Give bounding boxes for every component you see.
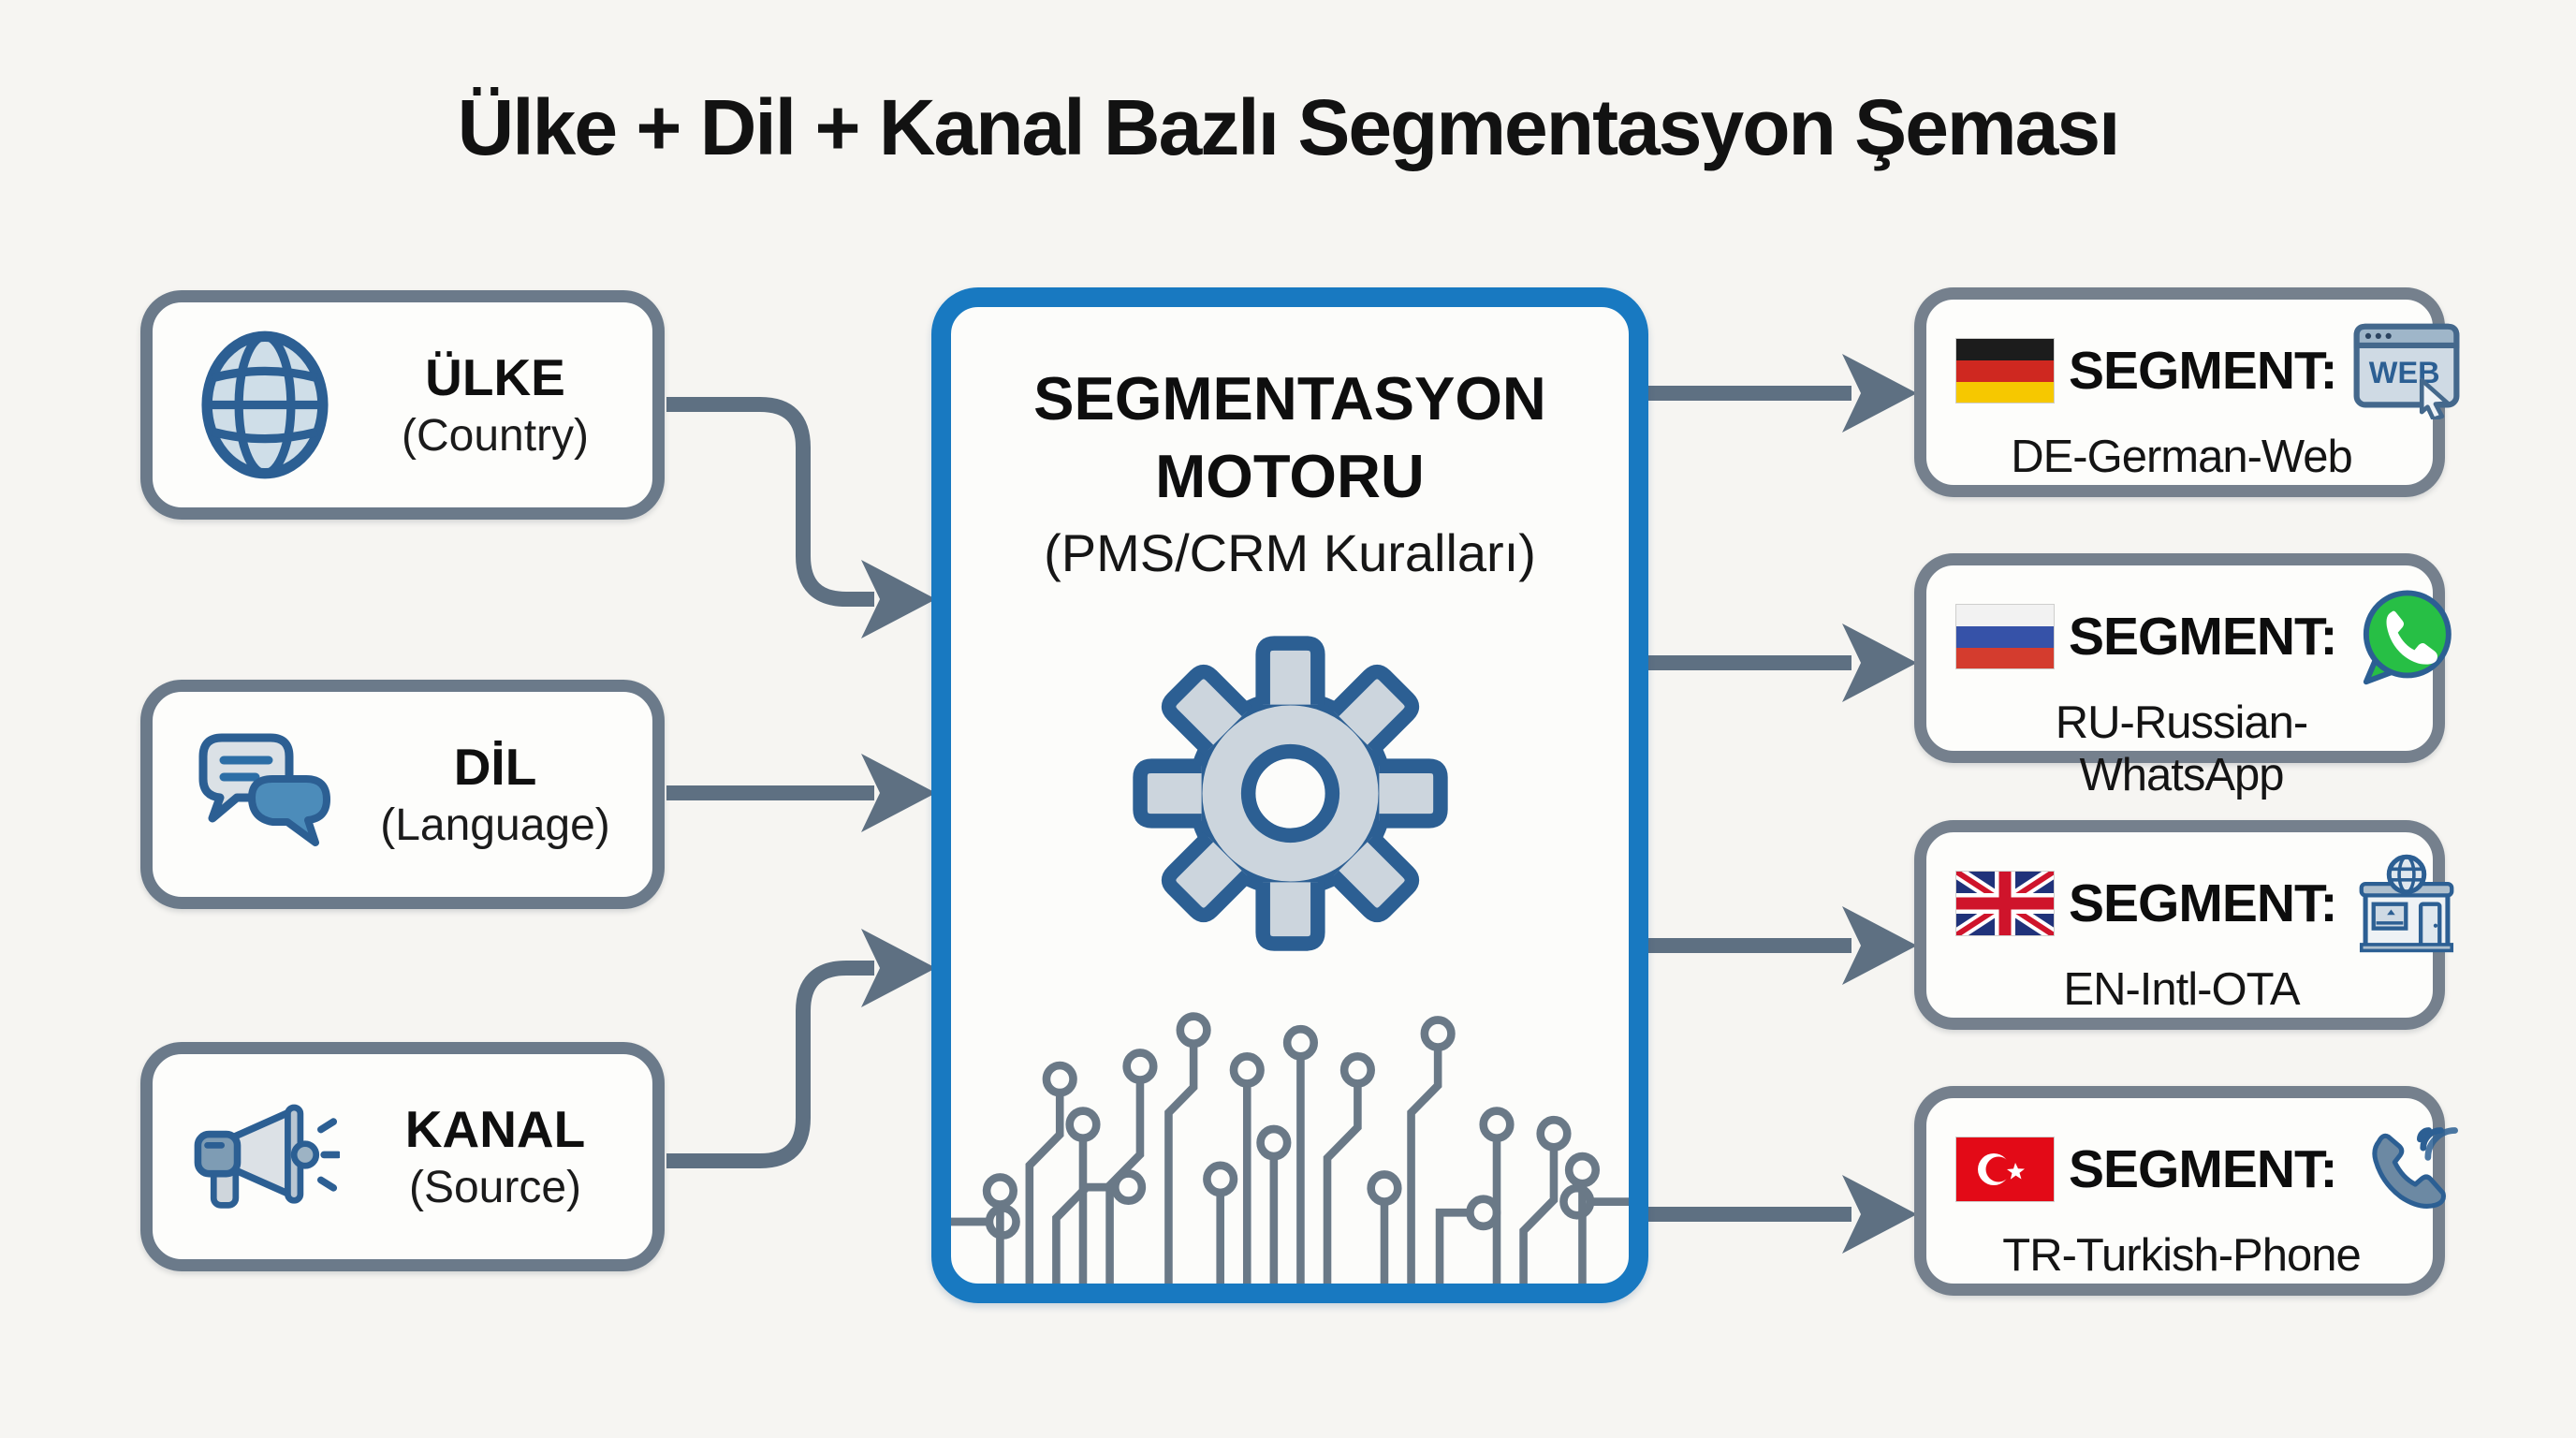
- segment-label: SEGMENT:: [2069, 341, 2338, 401]
- segmentation-engine-box: SEGMENTASYON MOTORU (PMS/CRM Kuralları): [931, 287, 1648, 1303]
- circuit-board-decoration: [951, 1012, 1629, 1284]
- arrowhead-icon: [1842, 354, 1917, 433]
- connector-ulke-to-engine: [666, 397, 874, 607]
- russia-flag-icon: [1956, 605, 2054, 668]
- segment-row: SEGMENT:: [1956, 851, 2453, 956]
- gear-icon: [1129, 632, 1452, 960]
- input-text-country: ÜLKE (Country): [362, 346, 628, 464]
- uk-flag-icon: [1956, 872, 2054, 935]
- segment-box-tr-turkish-phone: SEGMENT: TR-Turkish-Phone: [1914, 1086, 2458, 1296]
- segment-value: RU-Russian-WhatsApp: [2055, 697, 2308, 800]
- segment-row: SEGMENT:: [1956, 584, 2452, 689]
- whatsapp-icon: [2352, 582, 2461, 691]
- page-title: Ülke + Dil + Kanal Bazlı Segmentasyon Şe…: [457, 83, 2121, 171]
- chat-bubbles-icon: [190, 725, 340, 865]
- segment-row: SEGMENT:: [1956, 1117, 2458, 1222]
- ota-storefront-icon: [2352, 849, 2461, 958]
- segment-box-de-german-web: SEGMENT: WEB DE-German-Web: [1914, 287, 2459, 497]
- arrowhead-icon: [861, 560, 936, 638]
- segment-box-ru-russian-whatsapp: SEGMENT: RU-Russian-WhatsApp: [1914, 553, 2452, 800]
- arrowhead-icon: [1842, 1175, 1917, 1254]
- segment-value: EN-Intl-OTA: [2063, 964, 2300, 1015]
- input-sublabel: (Country): [401, 410, 590, 461]
- segment-value: TR-Turkish-Phone: [2002, 1230, 2361, 1281]
- globe-icon: [190, 328, 340, 482]
- turkey-flag-icon: [1956, 1137, 2054, 1201]
- input-sublabel: (Language): [380, 800, 610, 850]
- segment-box-en-intl-ota: SEGMENT: EN-Intl-OTA: [1914, 820, 2453, 1030]
- arrowhead-icon: [861, 929, 936, 1007]
- input-label: ÜLKE: [425, 347, 565, 406]
- input-text-channel: KANAL (Source): [362, 1098, 628, 1216]
- web-browser-icon: WEB: [2352, 316, 2461, 425]
- input-text-language: DİL (Language): [362, 736, 628, 854]
- input-label: DİL: [453, 737, 537, 796]
- input-box-country: ÜLKE (Country): [140, 290, 665, 520]
- segment-value: DE-German-Web: [2011, 432, 2353, 482]
- segment-row: SEGMENT: WEB: [1956, 318, 2459, 423]
- germany-flag-icon: [1956, 339, 2054, 403]
- arrowhead-icon: [1842, 906, 1917, 985]
- arrowhead-icon: [861, 754, 936, 832]
- arrowhead-icon: [1842, 624, 1917, 702]
- segment-label: SEGMENT:: [2069, 607, 2338, 667]
- input-box-channel: KANAL (Source): [140, 1042, 665, 1271]
- engine-subtitle: (PMS/CRM Kuralları): [1044, 523, 1536, 583]
- phone-icon: [2352, 1115, 2461, 1224]
- connector-kanal-to-engine: [666, 961, 874, 1168]
- input-label: KANAL: [404, 1099, 586, 1158]
- megaphone-icon: [190, 1087, 340, 1227]
- input-sublabel: (Source): [408, 1162, 582, 1212]
- segment-label: SEGMENT:: [2069, 873, 2338, 933]
- engine-title: SEGMENTASYON MOTORU: [1033, 364, 1546, 511]
- input-box-language: DİL (Language): [140, 680, 665, 909]
- segment-label: SEGMENT:: [2069, 1139, 2338, 1199]
